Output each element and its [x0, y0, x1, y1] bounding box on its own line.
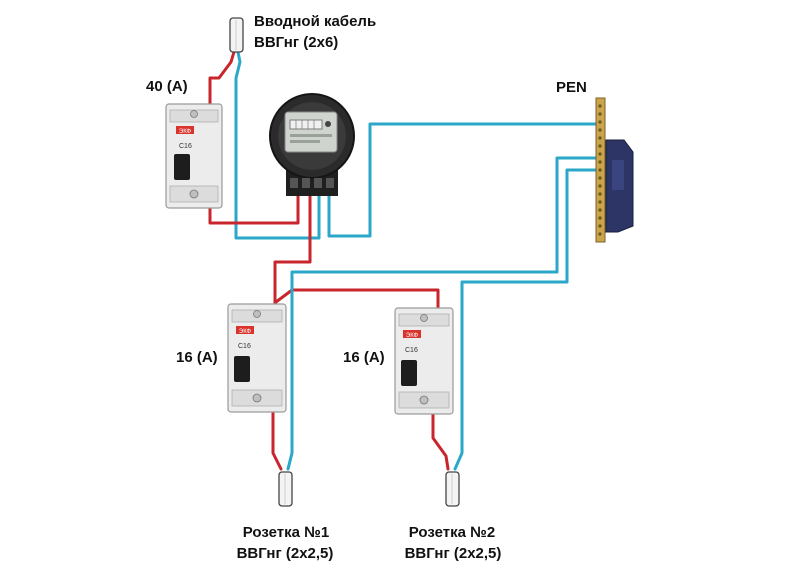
- input-cable-title: Вводной кабель: [254, 13, 377, 30]
- breaker-curve-mark: C16: [179, 143, 192, 150]
- phase-branch-wire: [274, 288, 440, 312]
- socket-2-cable: ВВГнг (2х2,5): [404, 545, 502, 562]
- breaker-curve-mark: C16: [405, 347, 418, 354]
- breaker-brand-mark: ЭКФ: [179, 129, 192, 135]
- breaker-to-meter-phase-wire: [208, 194, 300, 225]
- breaker-brand-mark: ЭКФ: [406, 333, 419, 339]
- breaker1-to-socket1-phase-wire: [271, 408, 283, 471]
- meter-out-phase-wire: [273, 194, 312, 306]
- breaker-brand-mark: ЭКФ: [239, 329, 252, 335]
- breaker-1: ЭКФ C16: [227, 303, 287, 413]
- socket-1-title: Розетка №1: [242, 524, 330, 541]
- breaker2-to-socket2-phase-wire: [431, 410, 450, 471]
- socket-1-plug: [278, 471, 293, 507]
- breaker-1-rating: 16 (А): [176, 349, 218, 366]
- breaker-2-lever: [401, 360, 417, 386]
- wires: [208, 50, 600, 471]
- pen-bus-label: PEN: [556, 79, 587, 96]
- pen-to-socket2-neutral-wire: [453, 168, 600, 471]
- breaker-2: ЭКФ C16: [394, 307, 454, 415]
- main-breaker-lever: [174, 154, 190, 180]
- socket-2-title: Розетка №2: [408, 524, 496, 541]
- input-cable-type: ВВГнг (2х6): [254, 34, 339, 51]
- socket-1-cable: ВВГнг (2х2,5): [236, 545, 334, 562]
- socket-2-plug: [445, 471, 460, 507]
- pen-bus: [595, 97, 634, 243]
- input-phase-wire: [208, 50, 236, 106]
- main-breaker-rating: 40 (А): [146, 78, 188, 95]
- input-cable-plug: [229, 17, 244, 53]
- electric-meter: [269, 93, 355, 196]
- breaker-1-lever: [234, 356, 250, 382]
- pen-to-socket1-neutral-wire: [286, 156, 600, 471]
- breaker-curve-mark: C16: [238, 343, 251, 350]
- breaker-2-rating: 16 (А): [343, 349, 385, 366]
- input-neutral-wire: [234, 50, 321, 240]
- main-breaker: ЭКФ C16: [165, 103, 223, 209]
- meter-out-neutral-wire: [327, 122, 600, 238]
